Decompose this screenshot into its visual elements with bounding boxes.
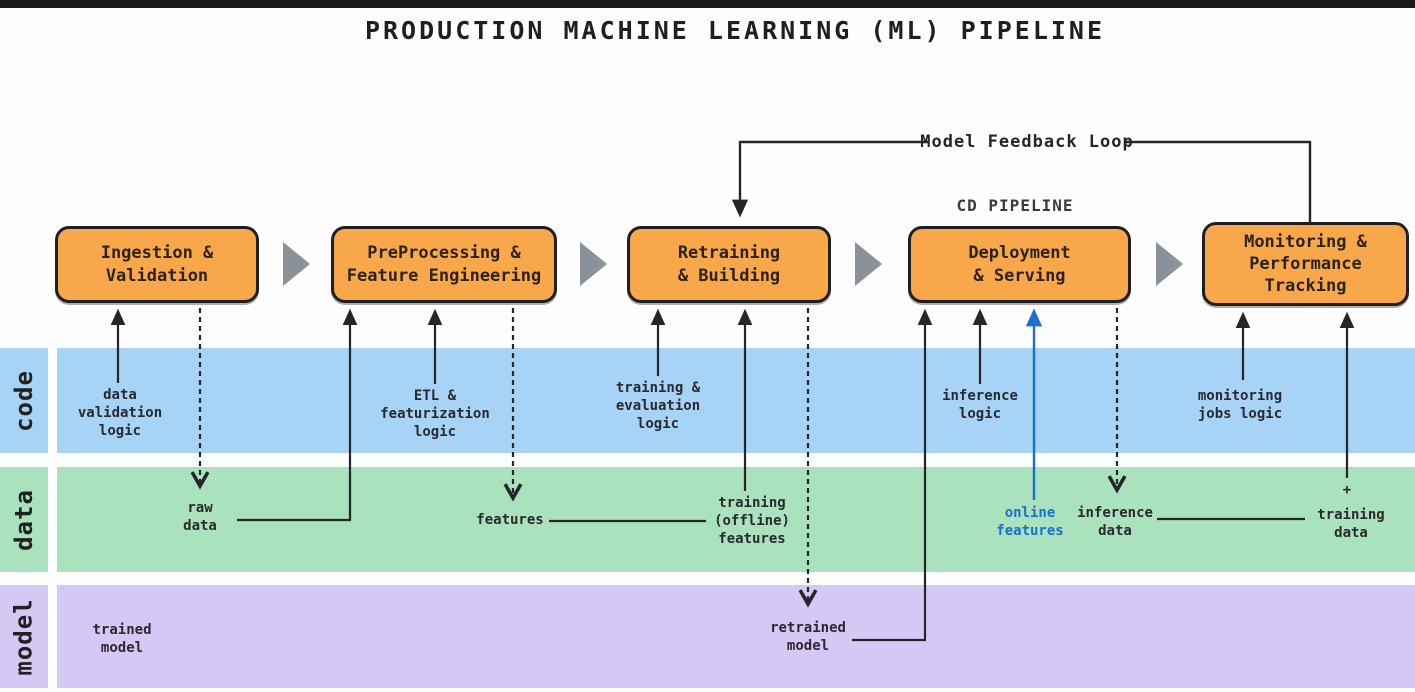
stage-box-retraining-building: Retraining & Building [627, 226, 831, 303]
label-raw-data: raw data [183, 500, 217, 534]
stage-box-ingestion-validation: Ingestion & Validation [55, 226, 259, 303]
label-plus-sign: + [1342, 482, 1352, 498]
label-training-data: training data [1317, 507, 1385, 541]
lane-band-model [57, 585, 1415, 688]
stage-connector-triangle-3 [855, 242, 882, 286]
top-black-bar [0, 0, 1415, 8]
label-inference-logic: inference logic [942, 388, 1018, 422]
label-data-validation-logic: data validation logic [77, 387, 163, 439]
lane-label-code: code [10, 369, 39, 432]
label-inference-data: inference data [1077, 505, 1153, 539]
label-monitoring-jobs-logic: monitoring jobs logic [1197, 388, 1283, 422]
label-features: features [476, 512, 544, 528]
cd-pipeline-label: CD PIPELINE [956, 196, 1074, 215]
stage-box-deployment-serving: Deployment & Serving [908, 226, 1131, 303]
label-retrained-model: retrained model [770, 620, 846, 654]
lane-label-model: model [10, 597, 38, 676]
stage-connector-triangle-2 [580, 242, 607, 286]
feedback-loop-right-line [1126, 140, 1312, 223]
label-training-offline-features: training (offline) features [714, 495, 790, 547]
stage-connector-triangle-4 [1156, 242, 1183, 286]
model-feedback-loop-label: Model Feedback Loop [920, 132, 1134, 152]
label-etl-featurization-logic: ETL & featurization logic [380, 388, 490, 440]
stage-box-preprocessing-feature-eng: PreProcessing & Feature Engineering [331, 226, 557, 303]
stage-connector-triangle-1 [283, 242, 310, 286]
label-trained-model: trained model [92, 622, 152, 656]
lane-label-box-data: data [0, 467, 48, 572]
feedback-loop-left-arrow [731, 140, 928, 218]
label-training-evaluation-logic: training & evaluation logic [615, 380, 701, 432]
stage-box-monitoring-tracking: Monitoring & Performance Tracking [1202, 222, 1409, 306]
lane-label-box-code: code [0, 348, 48, 453]
page-title: PRODUCTION MACHINE LEARNING (ML) PIPELIN… [364, 16, 1106, 45]
label-online-features: online features [996, 505, 1064, 539]
lane-label-box-model: model [0, 585, 48, 688]
lane-label-data: data [10, 488, 39, 551]
